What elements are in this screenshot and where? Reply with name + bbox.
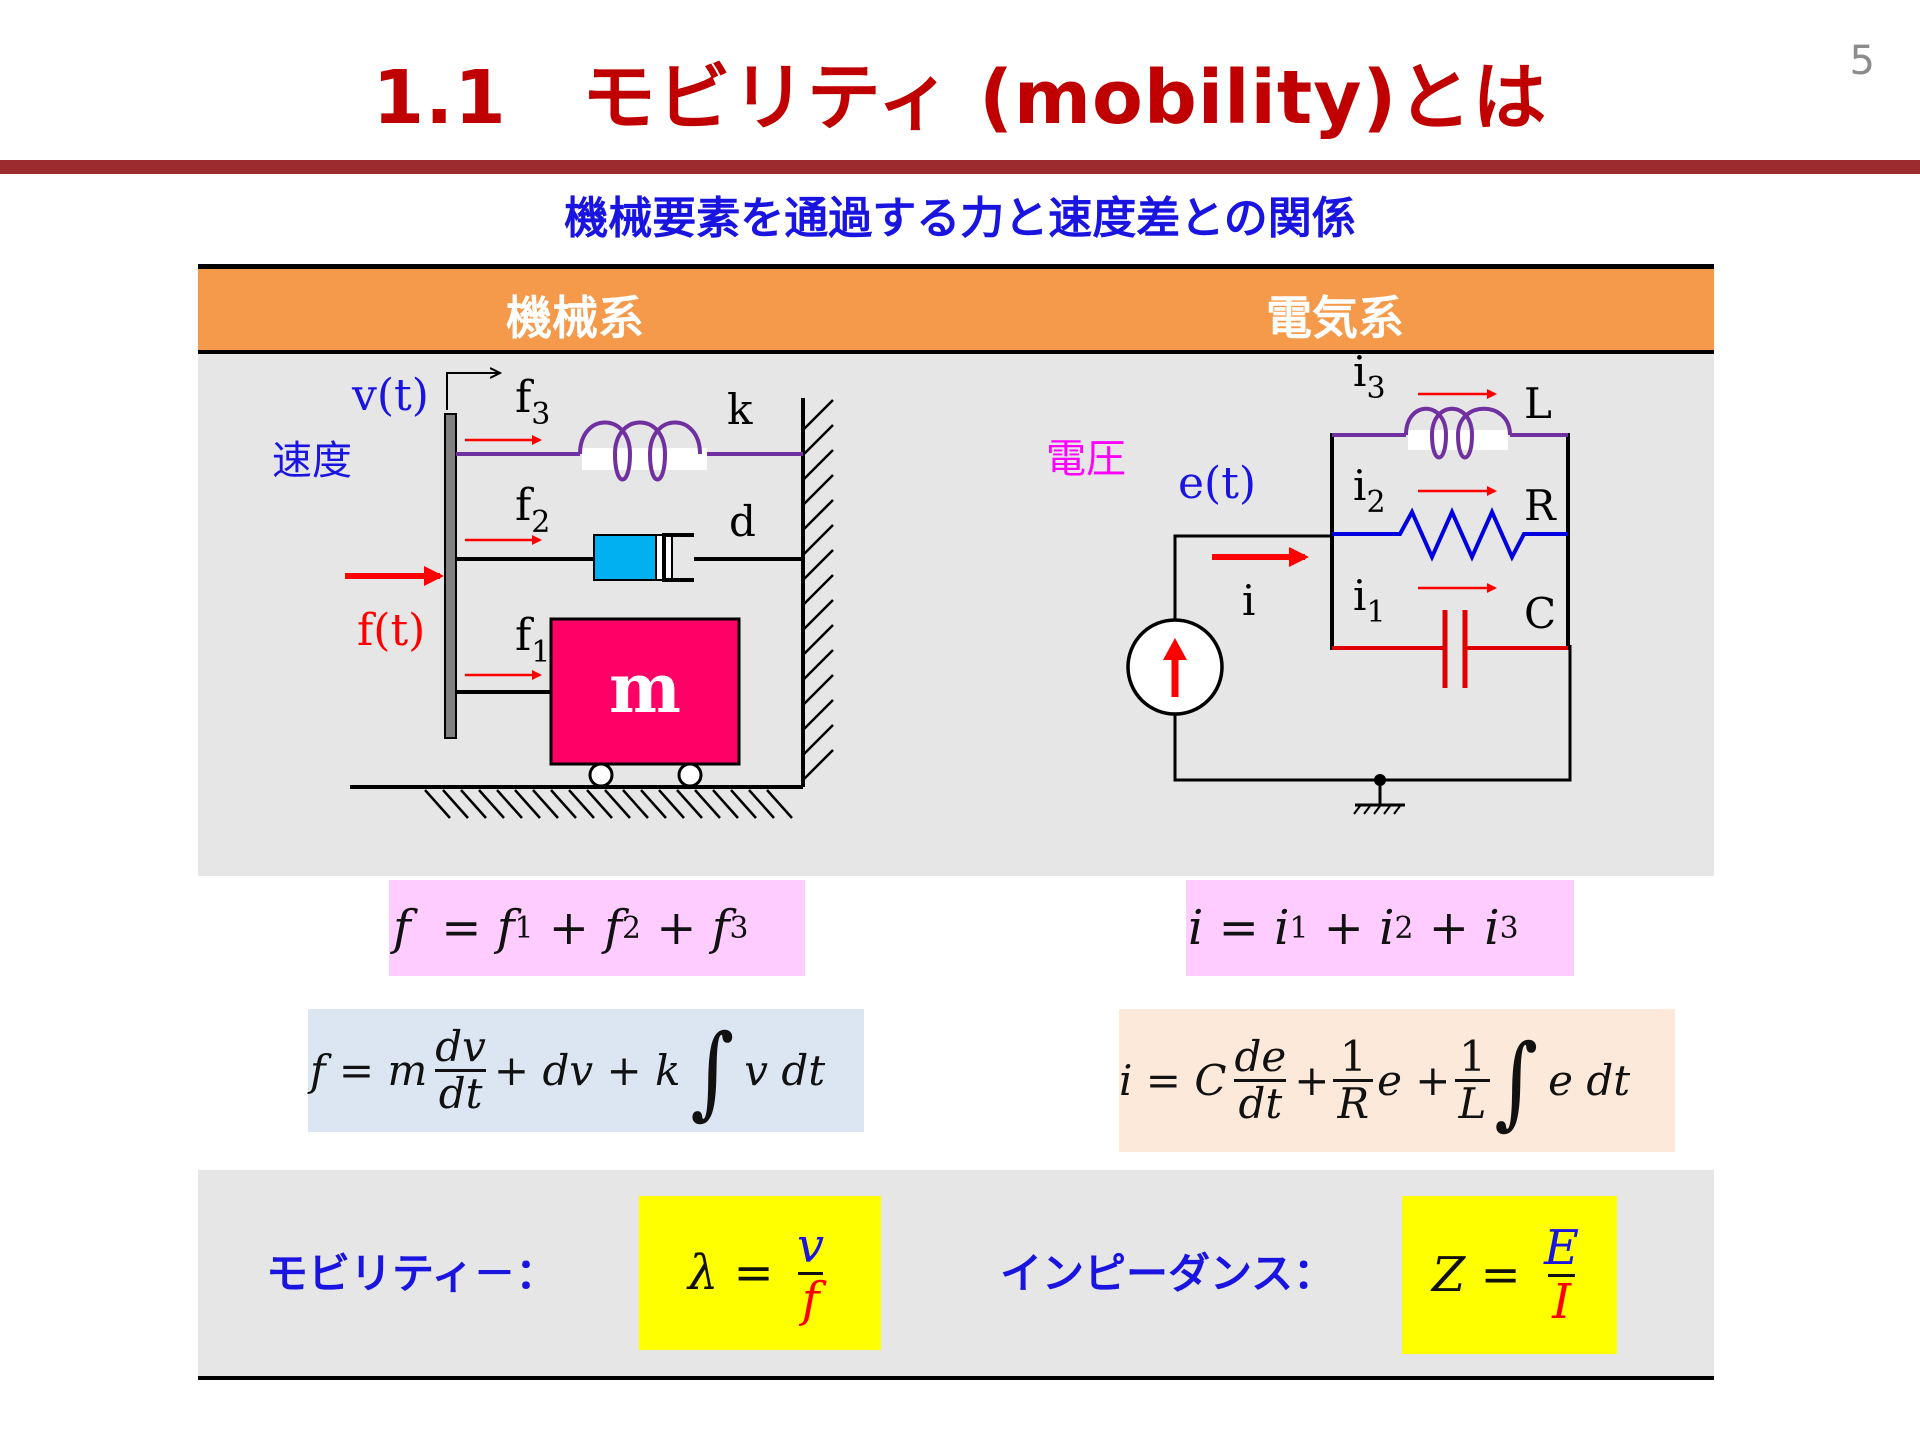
integral-sign: ∫ (690, 1011, 735, 1130)
wall-hatching (802, 399, 834, 781)
impedance-label: インピーダンス： (1000, 1249, 1336, 1298)
i2-label: i2 (1353, 461, 1386, 520)
voltage-symbol: e(t) (1178, 458, 1256, 509)
integral-sign: ∫ (1494, 1021, 1539, 1140)
damper-cylinder (662, 533, 694, 582)
slide-title: 1.1 モビリティ (mobility)とは (372, 55, 1548, 141)
mass-wheel-right (677, 762, 703, 788)
damper-label: d (729, 497, 756, 546)
mass-wheel-left (588, 762, 614, 788)
force-symbol: f(t) (357, 605, 425, 656)
f1-label: f1 (515, 610, 550, 670)
inductor (1404, 406, 1512, 460)
column-header-band (198, 269, 1714, 350)
current-source-arrow (1163, 638, 1187, 660)
electrical-column-header: 電気系 (1266, 291, 1404, 345)
capacitor-label: C (1524, 589, 1556, 638)
system-diagrams: v(t) 速度 f(t) f3 f2 f1 k d m (272, 354, 1572, 819)
resistor (1332, 507, 1568, 562)
resistor-label: R (1524, 481, 1557, 530)
floor-hatching (424, 789, 793, 819)
damper-piston (593, 534, 657, 581)
mechanical-column-header: 機械系 (506, 291, 644, 345)
spring-label: k (727, 385, 753, 434)
mobility-label: モビリティ－： (266, 1249, 558, 1298)
spring-gap (582, 448, 707, 470)
mass-block (549, 617, 741, 766)
i3-label: i3 (1353, 354, 1386, 406)
page-number: 5 (1849, 38, 1875, 84)
current-label: i (1242, 576, 1255, 625)
column-header-rule (198, 350, 1714, 354)
table-top-rule (198, 264, 1714, 269)
mechanical-diagram: v(t) 速度 f(t) f3 f2 f1 k d m (272, 370, 834, 819)
f3-label: f3 (515, 372, 550, 432)
moving-plate (444, 413, 457, 739)
spring-coil (578, 420, 702, 482)
f2-label: f2 (515, 480, 550, 540)
voltage-label: 電圧 (1046, 436, 1126, 482)
velocity-label: 速度 (272, 438, 352, 484)
slide-subtitle: 機械要素を通過する力と速度差との関係 (564, 193, 1356, 244)
i1-label: i1 (1353, 571, 1386, 630)
electrical-diagram: 電圧 e(t) i i3 i2 i1 L R C (1046, 354, 1572, 815)
velocity-symbol: v(t) (351, 370, 429, 421)
velocity-arrow (446, 373, 500, 410)
bottom-rule (198, 1376, 1714, 1380)
inductor-label: L (1524, 379, 1552, 428)
mass-label: m (609, 649, 681, 729)
title-divider (0, 160, 1920, 174)
